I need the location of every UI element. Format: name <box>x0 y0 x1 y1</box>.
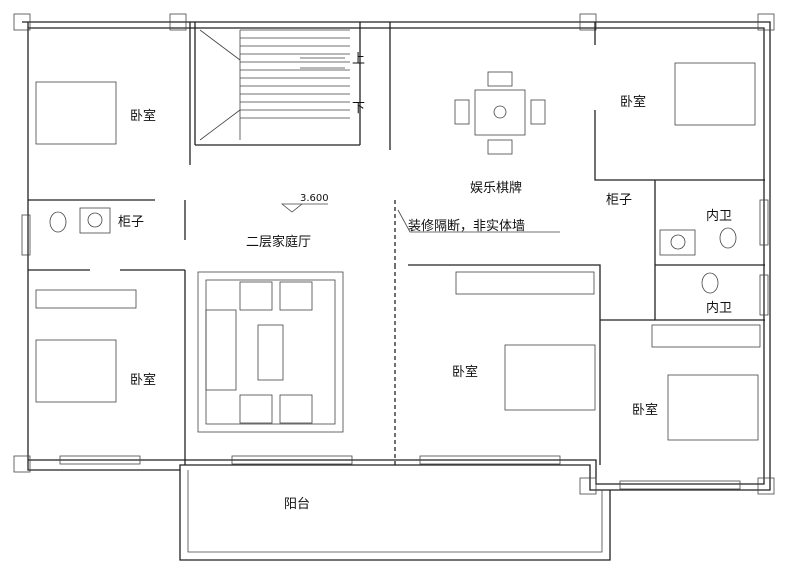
interior-walls <box>28 22 765 465</box>
room-label-bath-2: 内卫 <box>706 300 732 316</box>
room-label-bedroom-top-left: 卧室 <box>130 108 156 124</box>
label-closet-right: 柜子 <box>606 193 632 208</box>
stair-up-label: 上 <box>352 52 365 67</box>
room-label-bedroom-bottom-right: 卧室 <box>632 402 658 418</box>
label-closet-left: 柜子 <box>118 215 144 230</box>
beds <box>35 62 759 441</box>
elevation-mark <box>280 203 328 213</box>
room-label-bedroom-top-right: 卧室 <box>620 94 646 110</box>
room-label-bedroom-middle: 卧室 <box>452 364 478 380</box>
stair-down-label: 下 <box>352 101 365 116</box>
sofa-set <box>197 271 344 433</box>
balcony <box>179 470 611 561</box>
room-label-bath-1: 内卫 <box>706 208 732 224</box>
game-table <box>454 71 546 155</box>
exterior-walls <box>13 13 775 495</box>
staircase <box>199 29 350 141</box>
room-label-entertainment: 娱乐棋牌 <box>470 180 522 196</box>
room-label-family-hall: 二层家庭厅 <box>246 234 311 250</box>
partition-leader <box>397 209 560 233</box>
bath-fixtures <box>49 207 737 294</box>
elevation-label: 3.600 <box>300 193 329 204</box>
wardrobes <box>35 271 761 348</box>
windows <box>21 199 769 490</box>
partition-note: 装修隔断，非实体墙 <box>408 219 525 234</box>
room-label-balcony: 阳台 <box>284 497 310 512</box>
room-label-bedroom-bottom-left: 卧室 <box>130 372 156 388</box>
